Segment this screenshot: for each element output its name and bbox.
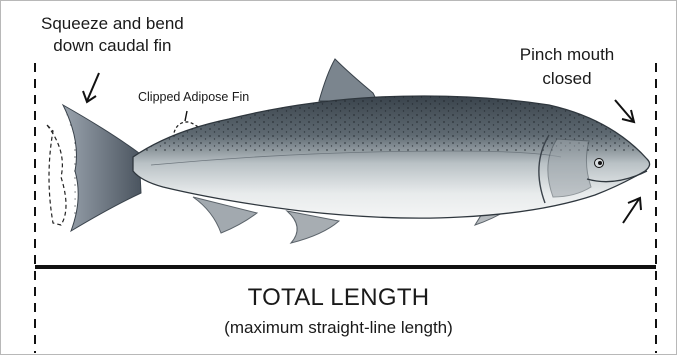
mouth-instruction-line-2: closed (507, 67, 627, 91)
total-length-title: TOTAL LENGTH (1, 284, 676, 312)
mouth-instruction-line-1: Pinch mouth (507, 43, 627, 67)
mouth-arrow-top (615, 100, 634, 122)
gill-cover (548, 139, 591, 197)
mouth-instruction: Pinch mouth closed (507, 43, 627, 91)
adipose-arrow (185, 111, 187, 121)
tail-outline-dashed (47, 125, 66, 225)
caudal-fin-instruction: Squeeze and bend down caudal fin (41, 13, 184, 57)
caudal-arrow (83, 73, 99, 102)
total-length-note: (maximum straight-line length) (1, 318, 676, 338)
adipose-fin-label: Clipped Adipose Fin (138, 90, 249, 104)
dorsal-fin (319, 59, 377, 101)
mouth-arrow-bottom (623, 198, 641, 223)
caudal-instruction-line-1: Squeeze and bend (41, 13, 184, 35)
caudal-instruction-line-2: down caudal fin (41, 35, 184, 57)
pelvic-fin (287, 211, 339, 243)
